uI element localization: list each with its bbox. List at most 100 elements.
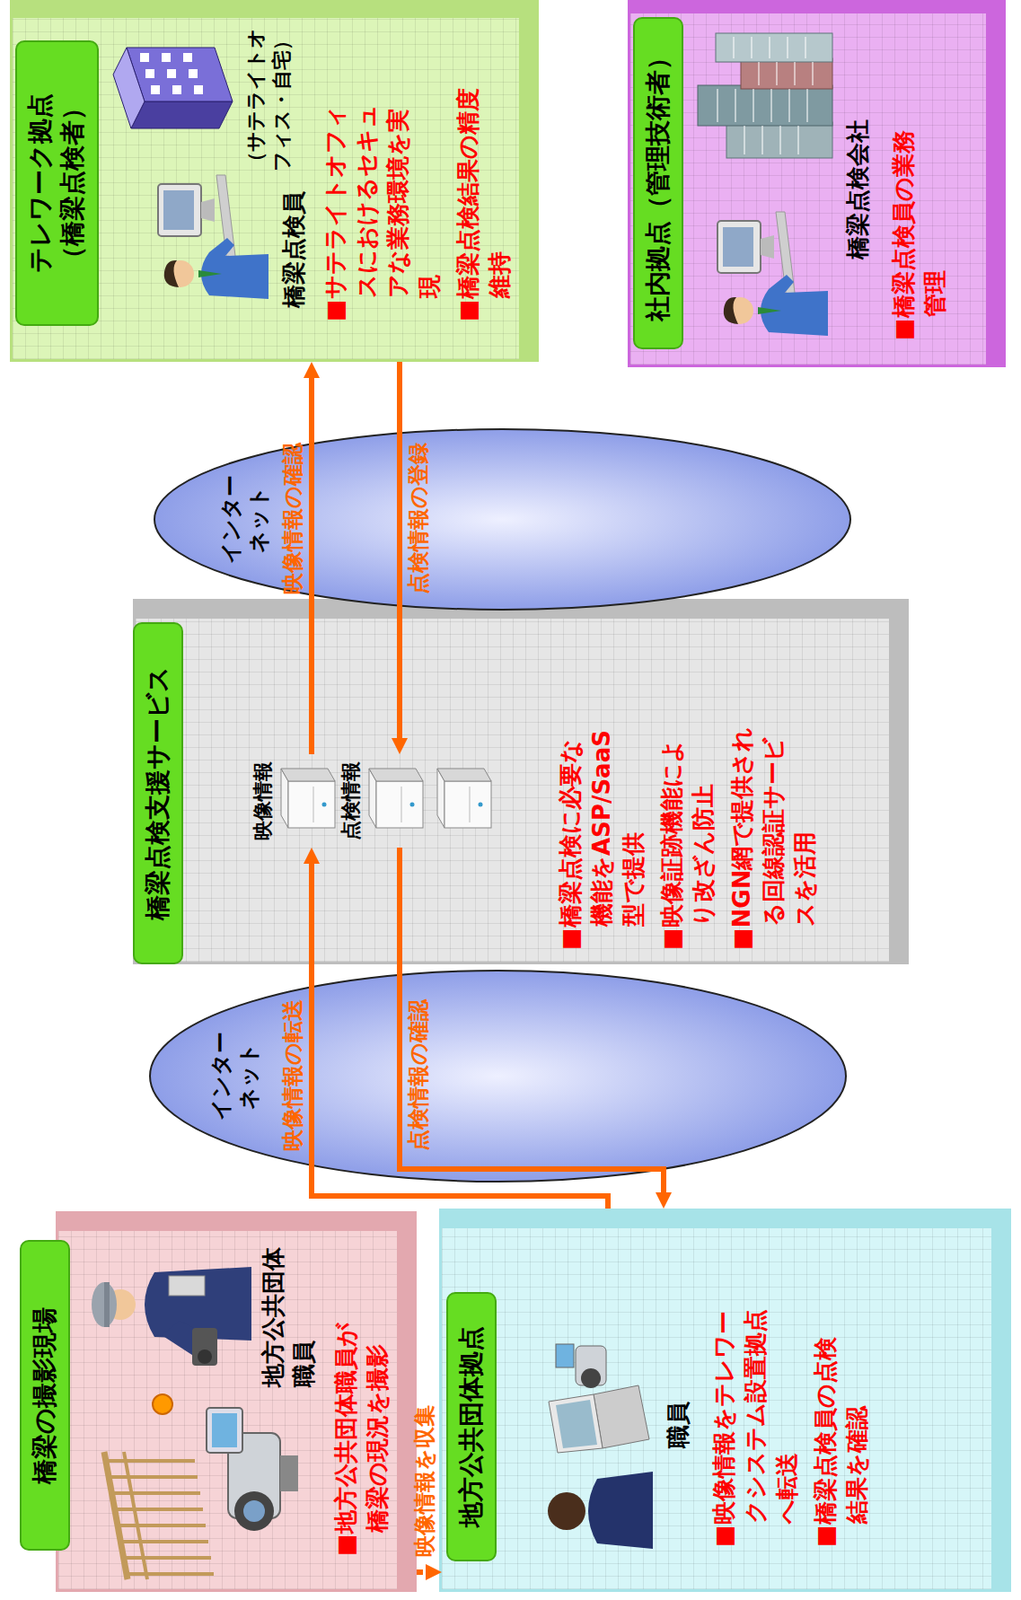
illustration-part xyxy=(437,768,492,782)
text-holder: 社内拠点（管理技術者） xyxy=(633,17,684,350)
illustration-part xyxy=(757,307,782,315)
illustration-part xyxy=(183,52,193,62)
text-holder: 地方公共団体拠点 xyxy=(446,1292,497,1562)
illustration-part xyxy=(804,36,807,59)
illustration-part xyxy=(752,88,755,123)
illustration-part xyxy=(126,47,233,102)
illustration-part xyxy=(188,69,198,79)
text-holder: ■地方公共団体職員が橋梁の現況を撮影 xyxy=(330,1322,394,1557)
office-building xyxy=(104,38,235,138)
illustration-part xyxy=(743,125,746,155)
bullet-note: ■地方公共団体職員が橋梁の現況を撮影 xyxy=(330,1322,394,1557)
illustration-part xyxy=(111,1491,201,1496)
text-holder: ■橋梁点検員の点検結果を確認 xyxy=(809,1337,873,1548)
illustration-part xyxy=(697,85,833,126)
text-holder: ■橋梁点検員の業務管理 xyxy=(888,130,951,341)
service-panel: 橋梁点検支援サービス■橋梁点検に必要な機能をASP/SaaS型で提供■映像証跡機… xyxy=(132,598,909,965)
bullet-note: ■サテライトオフィスにおけるセキュアな業務環境を実現 xyxy=(319,88,446,322)
illustration-part xyxy=(105,1459,195,1463)
flow-label: 映像情報を収集 xyxy=(412,1405,439,1558)
illustration-part xyxy=(469,786,471,823)
server-label: 点検情報 xyxy=(338,754,365,848)
server-icon xyxy=(365,765,427,837)
header-tab: テレワーク拠点（橋梁点検者） xyxy=(15,40,99,326)
illustration-part xyxy=(376,781,423,828)
illustration-part xyxy=(211,1413,238,1448)
illustration-part xyxy=(131,101,233,129)
illustration-part xyxy=(114,1507,203,1512)
flow-label: 映像情報の転送 xyxy=(280,999,307,1152)
illustration-part xyxy=(163,190,194,230)
company-panel: 社内拠点（管理技術者） 橋梁点検会社 ■橋梁点検員の業務管理 xyxy=(627,0,1006,368)
illustration-part xyxy=(715,33,833,62)
header-tab: 橋梁点検支援サービス xyxy=(132,622,184,965)
bullet-note: ■映像証跡機能により改ざん防止 xyxy=(656,725,720,951)
illustration-part xyxy=(786,36,789,59)
worker-figure xyxy=(82,1241,254,1377)
office-towers xyxy=(690,30,835,166)
role-label: 橋梁点検会社 xyxy=(843,106,874,260)
flow-arrow xyxy=(396,361,403,739)
server-icon xyxy=(277,765,339,837)
illustration-part xyxy=(797,125,800,155)
illustration-part xyxy=(288,781,335,828)
signal-dot xyxy=(150,1392,175,1417)
inspector-at-desk xyxy=(144,173,271,309)
illustration-part xyxy=(105,1461,214,1575)
laptop-camera xyxy=(537,1340,655,1458)
cloud-ellipse xyxy=(149,970,846,1182)
illustration-part xyxy=(104,1282,110,1328)
illustration-part xyxy=(243,1500,265,1523)
illustration-part xyxy=(717,36,813,155)
illustration-part xyxy=(555,1344,574,1368)
illustration-part xyxy=(167,69,177,79)
illustration-part xyxy=(193,85,203,95)
illustration-part xyxy=(172,85,182,95)
illustration-part xyxy=(593,1385,650,1449)
illustration-part xyxy=(788,88,791,123)
illustration-part xyxy=(760,274,828,336)
illustration-part xyxy=(206,1408,243,1453)
illustration-part xyxy=(734,88,737,123)
bullet-note: ■橋梁点検員の点検結果を確認 xyxy=(809,1337,873,1548)
illustration-part xyxy=(760,235,775,259)
text-holder: インターネット xyxy=(217,473,273,566)
illustration-part xyxy=(123,1556,212,1560)
text-holder: （サテライトオフィス・自宅） xyxy=(243,21,295,172)
illustration-part xyxy=(164,260,179,288)
flow-label: 点検情報の登録 xyxy=(405,442,432,595)
label-holder: 点検情報の確認 xyxy=(405,999,432,1152)
illustration-part xyxy=(401,786,403,823)
network-cloud: インターネット xyxy=(152,427,853,612)
illustration-part xyxy=(548,1394,603,1453)
illustration-part xyxy=(120,1540,209,1544)
text-holder: 橋梁点検会社 xyxy=(843,106,874,260)
header-tab: 社内拠点（管理技術者） xyxy=(633,17,684,350)
illustration-part xyxy=(150,85,160,95)
clerk-figure xyxy=(537,1457,655,1566)
label-holder: 映像情報を収集 xyxy=(412,1405,439,1558)
text-holder: ■映像情報をテレワークシステム設置拠点へ転送 xyxy=(708,1290,803,1548)
illustration-part xyxy=(104,1452,128,1580)
network-label: インターネット xyxy=(207,1029,264,1123)
text-holder: ■サテライトオフィスにおけるセキュアな業務環境を実現 xyxy=(319,88,446,322)
video-camera xyxy=(190,1403,308,1539)
illustration-part xyxy=(768,36,771,59)
illustration-part xyxy=(116,1523,206,1528)
telework-panel: テレワーク拠点（橋梁点検者）（サテライトオフィス・自宅）橋梁点検員■サテライトオ… xyxy=(9,0,539,362)
illustration-part xyxy=(113,47,145,129)
illustration-part xyxy=(281,768,335,782)
illustration-part xyxy=(123,1452,148,1580)
illustration-part xyxy=(201,198,215,222)
bridge-railing xyxy=(91,1448,218,1584)
cloud-ellipse xyxy=(154,429,851,610)
illustration-part xyxy=(145,69,155,79)
illustration-part xyxy=(201,237,269,300)
role-label: 職員 xyxy=(663,1376,695,1449)
text-holder: 職員 xyxy=(663,1376,695,1449)
network-label: インターネット xyxy=(217,473,273,566)
illustration-part xyxy=(478,802,484,808)
illustration-part xyxy=(140,52,203,95)
illustration-part xyxy=(234,1491,274,1532)
